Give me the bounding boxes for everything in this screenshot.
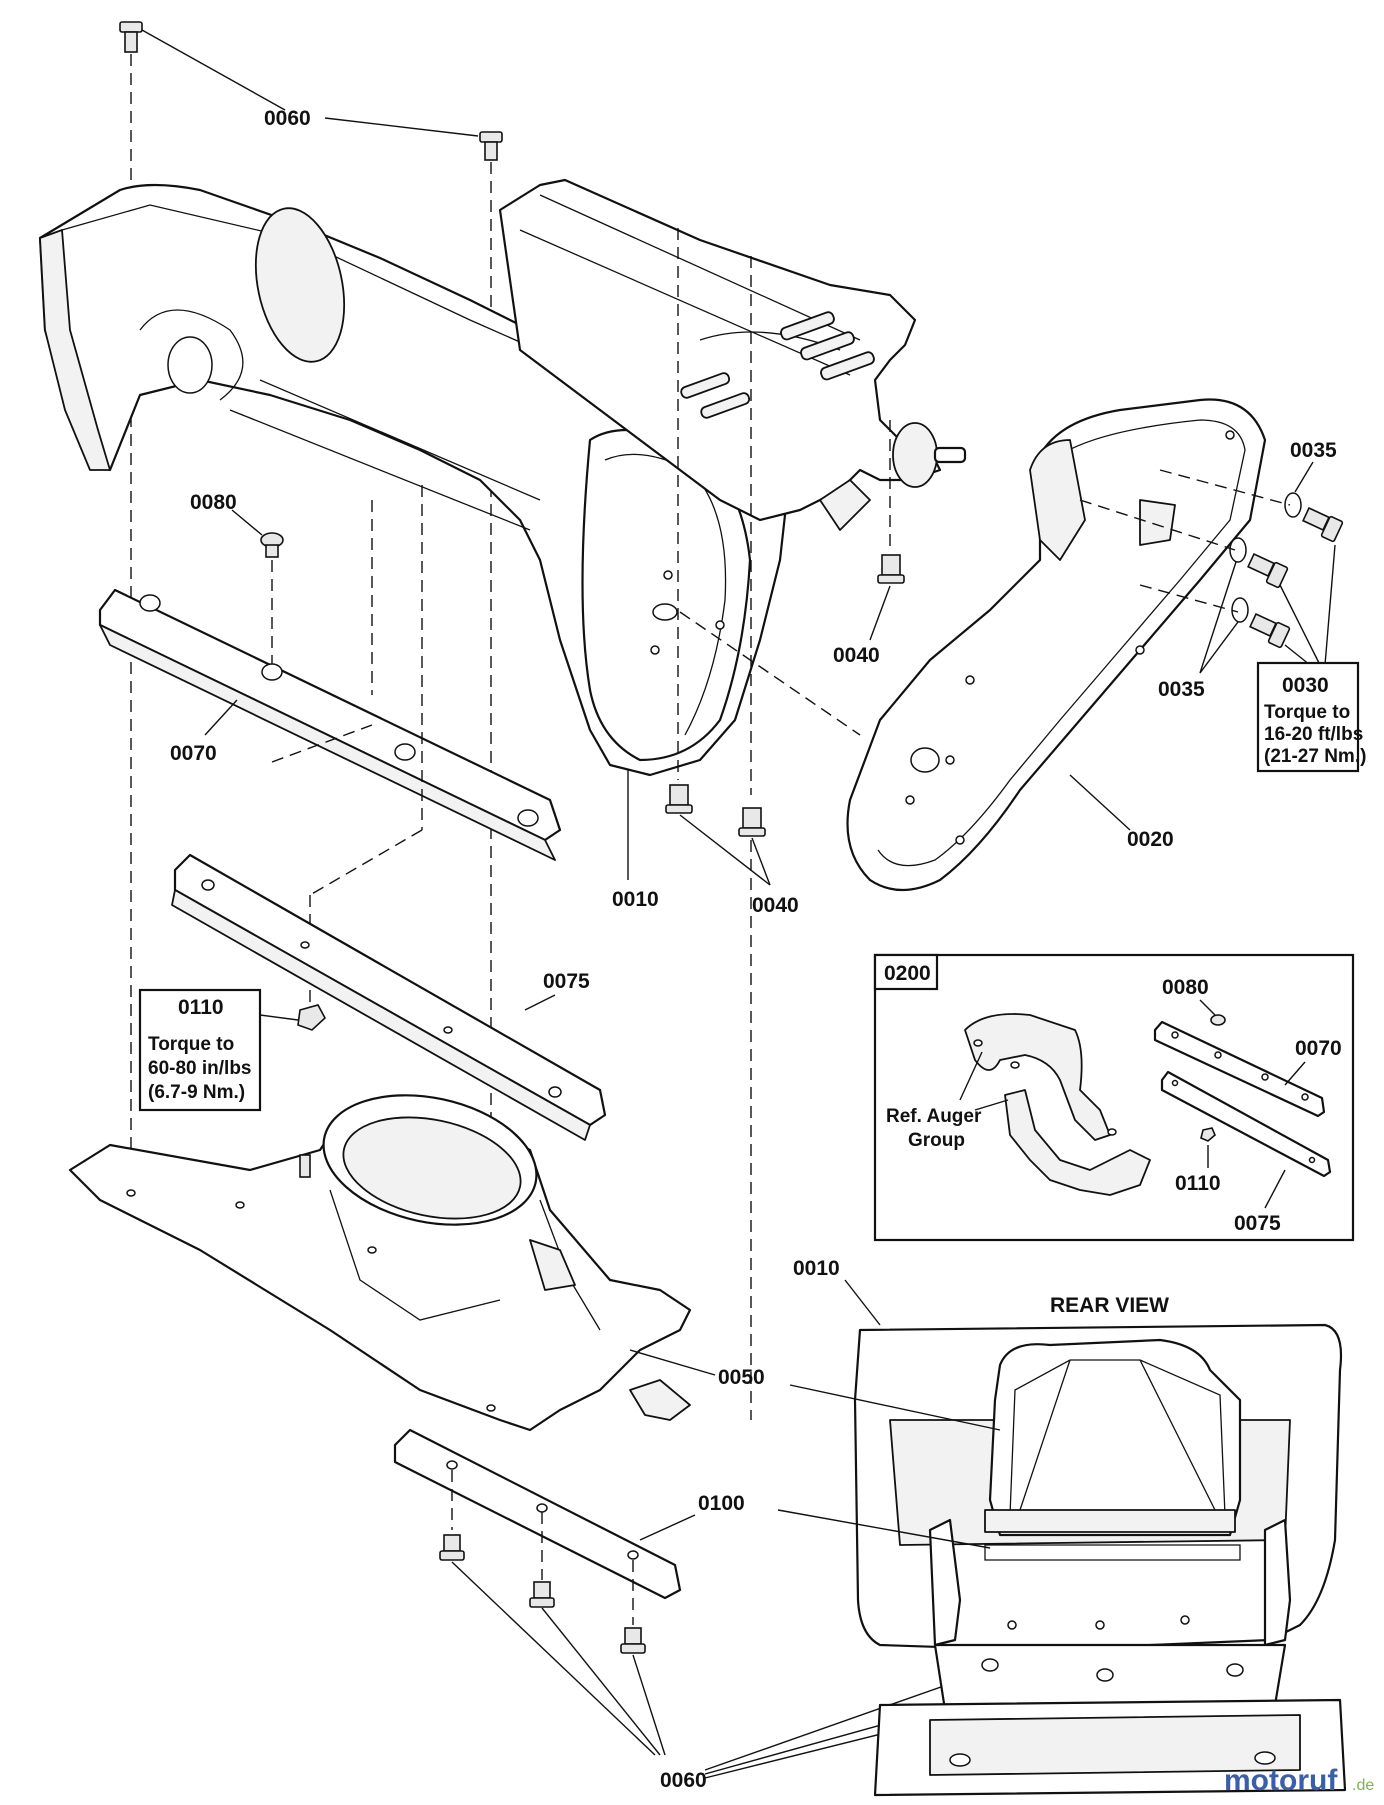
leader-0060-b2 [541, 1607, 661, 1756]
leader-0035-mid-b [1199, 621, 1239, 674]
callout-0080: 0080 [190, 491, 237, 514]
callout-0030: 0030 [1282, 674, 1329, 697]
leader-0080 [231, 509, 263, 536]
callout-0035-mid: 0035 [1158, 678, 1205, 701]
callout-0035-top: 0035 [1290, 439, 1337, 462]
bolt-0040-bottom-a [665, 784, 693, 814]
leader-0030-a [1324, 544, 1336, 666]
inset-screw-0080 [1210, 1014, 1226, 1026]
chute-base-0050 [68, 1094, 692, 1432]
inset-0200-tab [873, 953, 939, 991]
leader-0040-right [869, 585, 891, 641]
leader-0035-mid-a [1199, 561, 1237, 674]
callout-0020: 0020 [1127, 828, 1174, 851]
callout-0060-bottom: 0060 [660, 1769, 707, 1792]
dash-0030-b [1079, 499, 1236, 551]
leader-0100-rear [777, 1509, 991, 1549]
inset-ref-line2: Group [908, 1130, 965, 1151]
inset-callout-0080: 0080 [1162, 976, 1209, 999]
leader-0010-rear [844, 1279, 881, 1326]
dash-axis [679, 611, 861, 736]
callout-0100: 0100 [698, 1492, 745, 1515]
callout-0070: 0070 [170, 742, 217, 765]
box-0030 [1256, 661, 1360, 773]
inset-ref-line1: Ref. Auger [886, 1106, 982, 1127]
leader-0075 [524, 994, 556, 1011]
leader-0040-bottom-b [751, 837, 771, 886]
leader-0100 [639, 1514, 696, 1541]
washer-0035-c [1231, 597, 1249, 623]
note-0110-line1: Torque to [148, 1034, 234, 1055]
callout-0010: 0010 [612, 888, 659, 911]
bolt-0060-bottom-c [620, 1627, 646, 1654]
inset-title: 0200 [884, 962, 931, 985]
bolt-0060-left [119, 21, 143, 1190]
leader-ref-auger-b [974, 1099, 1009, 1111]
strip-0100 [393, 1428, 682, 1600]
inset-leader-0070 [1284, 1061, 1306, 1086]
screw-0030-c [1249, 612, 1291, 649]
leader-0060-b3 [632, 1654, 666, 1756]
washer-0035-a [1284, 492, 1302, 518]
inset-callout-0110: 0110 [1175, 1172, 1221, 1195]
note-0110-line3: (6.7-9 Nm.) [148, 1082, 245, 1103]
leader-0040-bottom-a [679, 814, 771, 886]
callout-0110: 0110 [178, 996, 224, 1019]
note-0110-line2: 60-80 in/lbs [148, 1058, 252, 1079]
callout-0050: 0050 [718, 1366, 765, 1389]
inset-nut-0110 [1200, 1127, 1216, 1142]
screw-0030-b [1247, 552, 1289, 589]
inset-leader-0075 [1264, 1169, 1286, 1209]
strip-0075 [171, 853, 607, 1141]
leader-0030-c [1284, 644, 1311, 666]
leader-0060-a [141, 29, 286, 111]
leader-0050 [629, 1349, 716, 1376]
dash-guide-d [309, 829, 423, 896]
leader-0020 [1069, 774, 1131, 831]
box-0110 [138, 988, 262, 1112]
callout-0040-right: 0040 [833, 644, 880, 667]
note-0030-line2: 16-20 ft/lbs [1264, 724, 1363, 745]
inset-auger-ref [964, 1013, 1151, 1196]
watermark-logo: motoruf .de [1224, 1764, 1374, 1797]
watermark-suffix: .de [1352, 1777, 1374, 1794]
leader-0050-rear [789, 1384, 1001, 1431]
bracket-0070 [98, 588, 562, 861]
inset-callout-0070: 0070 [1295, 1037, 1342, 1060]
inset-bracket-0070 [1153, 1020, 1326, 1118]
dash-0030-a [1159, 469, 1291, 506]
bolt-0040-right [877, 554, 905, 584]
nut-0110 [297, 1004, 326, 1031]
bolt-0040-bottom-b [738, 807, 766, 837]
leader-0060-b1 [451, 1561, 656, 1756]
callout-0060-top: 0060 [264, 107, 311, 130]
bolt-0060-bottom-a [439, 1534, 465, 1561]
frame-bracket [498, 178, 967, 531]
watermark-text: motoruf [1224, 1764, 1338, 1797]
leader-0110 [259, 1014, 299, 1021]
inset-leader-0080 [1199, 999, 1216, 1016]
bolt-0060-bottom-b [529, 1581, 555, 1608]
inset-strip-0075 [1160, 1070, 1332, 1178]
note-0030-line1: Torque to [1264, 702, 1350, 723]
callout-0040-bottom: 0040 [752, 894, 799, 917]
rear-view-drawing [853, 1323, 1347, 1797]
screw-0030-a [1302, 506, 1344, 543]
callout-0010-rear: 0010 [793, 1257, 840, 1280]
leader-ref-auger-a [959, 1051, 983, 1101]
belt-cover-0020 [846, 398, 1267, 891]
washer-0035-b [1229, 537, 1247, 563]
leader-0070 [204, 699, 238, 736]
rear-view-title: REAR VIEW [1050, 1294, 1169, 1317]
screw-0080 [260, 532, 284, 558]
leader-0030-b [1279, 584, 1321, 666]
leader-0035-top [1294, 461, 1314, 493]
note-0030-line3: (21-27 Nm.) [1264, 746, 1366, 767]
leader-0060-b [324, 117, 479, 137]
inset-callout-0075: 0075 [1234, 1212, 1281, 1235]
callout-0075: 0075 [543, 970, 590, 993]
